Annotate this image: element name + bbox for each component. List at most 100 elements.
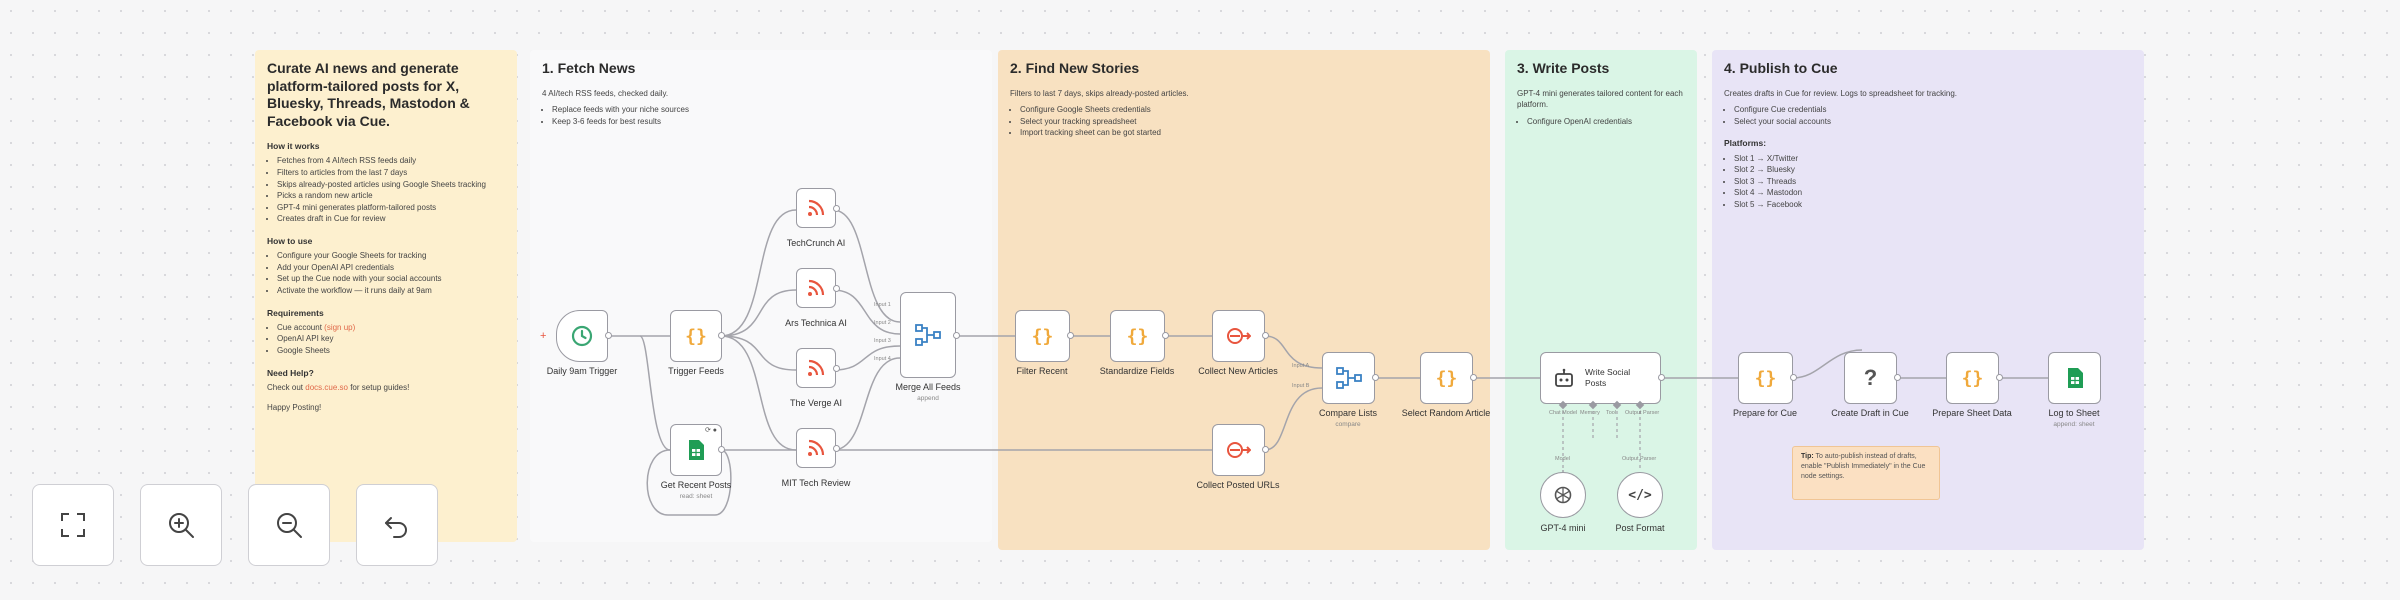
prepare-cue-node[interactable]: {} [1738, 352, 1793, 404]
post-format-node[interactable]: </> [1617, 472, 1663, 518]
mit-review-label: MIT Tech Review [781, 478, 851, 488]
connection [1264, 387, 1323, 451]
collect-new-label: Collect New Articles [1198, 366, 1278, 376]
output-port[interactable] [1470, 374, 1477, 381]
aggregate-icon [1226, 328, 1251, 344]
how-to-use-list: Configure your Google Sheets for trackin… [267, 250, 505, 296]
merge-feeds-node[interactable] [900, 292, 956, 378]
output-port[interactable] [1262, 446, 1269, 453]
publish-title: 4. Publish to Cue [1724, 60, 1838, 76]
select-random-label: Select Random Article [1401, 408, 1491, 418]
ars-technica-label: Ars Technica AI [785, 318, 847, 328]
list-item: Creates draft in Cue for review [277, 213, 505, 225]
output-port[interactable] [605, 332, 612, 339]
publish-desc: Creates drafts in Cue for review. Logs t… [1724, 88, 1958, 98]
filter-recent-label: Filter Recent [1016, 366, 1068, 376]
techcrunch-node[interactable] [796, 188, 836, 228]
output-port[interactable] [718, 446, 725, 453]
compare-input-label: Input A [1292, 363, 1310, 369]
sticky-note-intro[interactable]: Curate AI news and generate platform-tai… [255, 50, 517, 542]
daily-trigger-node[interactable] [556, 310, 608, 362]
zoom-out-button[interactable] [248, 484, 330, 566]
output-port[interactable] [833, 445, 840, 452]
list-item: Slot 5 → Facebook [1734, 199, 2132, 211]
compare-lists-node[interactable] [1322, 352, 1375, 404]
log-sheet-subtitle: append: sheet [2053, 421, 2095, 428]
output-port[interactable] [1996, 374, 2003, 381]
output-port[interactable] [833, 285, 840, 292]
undo-button[interactable] [356, 484, 438, 566]
list-item: Configure Google Sheets credentials [1020, 104, 1478, 116]
log-sheet-node[interactable] [2048, 352, 2101, 404]
collect-new-node[interactable] [1212, 310, 1265, 362]
filter-recent-node[interactable]: {} [1015, 310, 1070, 362]
help-text: Check out docs.cue.so for setup guides! [267, 382, 505, 394]
trigger-feeds-node[interactable]: {} [670, 310, 722, 362]
google-sheets-icon [2067, 368, 2083, 388]
get-recent-posts-node[interactable] [670, 424, 722, 476]
sticky-note-write-posts[interactable]: 3. Write Posts GPT-4 mini generates tail… [1505, 50, 1697, 550]
signoff-text: Happy Posting! [267, 402, 322, 412]
find-stories-title: 2. Find New Stories [1010, 60, 1140, 76]
requirement-text: Cue account [277, 322, 322, 332]
output-port[interactable] [1262, 332, 1269, 339]
output-port[interactable] [1067, 332, 1074, 339]
signup-link[interactable]: (sign up) [324, 322, 356, 332]
code-braces-icon: {} [685, 325, 707, 347]
create-draft-node[interactable]: ? [1844, 352, 1897, 404]
prepare-cue-label: Prepare for Cue [1732, 408, 1798, 418]
connection [720, 289, 797, 337]
write-social-posts-label: Write Social Posts [1585, 366, 1631, 388]
mit-review-node[interactable] [796, 428, 836, 468]
platforms-list: Slot 1 → X/Twitter Slot 2 → Bluesky Slot… [1724, 153, 2132, 211]
merge-feeds-subtitle: append [917, 395, 939, 402]
output-port[interactable] [718, 332, 725, 339]
standardize-fields-label: Standardize Fields [1099, 366, 1175, 376]
code-braces-icon: {} [1754, 367, 1777, 389]
gpt-model-label: GPT-4 mini [1540, 523, 1586, 533]
output-port[interactable] [953, 332, 960, 339]
get-recent-posts-label: Get Recent Posts [660, 480, 732, 490]
model-port-label: Model [1555, 456, 1570, 462]
standardize-fields-node[interactable]: {} [1110, 310, 1165, 362]
merge-icon [915, 324, 941, 346]
connection [720, 335, 797, 371]
write-social-posts-node[interactable]: Write Social Posts [1540, 352, 1661, 404]
daily-trigger-label: Daily 9am Trigger [546, 366, 618, 376]
select-random-node[interactable]: {} [1420, 352, 1473, 404]
output-port[interactable] [1790, 374, 1797, 381]
collect-posted-label: Collect Posted URLs [1196, 480, 1280, 490]
gpt-model-node[interactable] [1540, 472, 1586, 518]
output-port[interactable] [1372, 374, 1379, 381]
zoom-in-button[interactable] [140, 484, 222, 566]
output-port[interactable] [833, 205, 840, 212]
output-port[interactable] [1658, 374, 1665, 381]
aggregate-icon [1226, 442, 1251, 458]
collect-posted-node[interactable] [1212, 424, 1265, 476]
merge-input-label: Input 1 [874, 302, 891, 308]
list-item: GPT-4 mini generates platform-tailored p… [277, 202, 505, 214]
output-port[interactable] [1894, 374, 1901, 381]
verge-node[interactable] [796, 348, 836, 388]
clock-icon [571, 325, 593, 347]
requirements-heading: Requirements [267, 307, 324, 318]
google-sheets-icon [689, 440, 704, 460]
list-item: Slot 4 → Mastodon [1734, 187, 2132, 199]
list-item: Select your tracking spreadsheet [1020, 116, 1478, 128]
compare-lists-label: Compare Lists [1318, 408, 1378, 418]
techcrunch-label: TechCrunch AI [786, 238, 846, 248]
rss-icon [808, 279, 825, 296]
output-port[interactable] [833, 365, 840, 372]
how-it-works-list: Fetches from 4 AI/tech RSS feeds daily F… [267, 155, 505, 225]
list-item: Slot 2 → Bluesky [1734, 164, 2132, 176]
ars-technica-node[interactable] [796, 268, 836, 308]
fetch-news-desc: 4 AI/tech RSS feeds, checked daily. [542, 88, 669, 98]
write-posts-list: Configure OpenAI credentials [1517, 116, 1685, 128]
output-port[interactable] [1162, 332, 1169, 339]
prepare-sheet-node[interactable]: {} [1946, 352, 1999, 404]
tip-note[interactable]: Tip: To auto-publish instead of drafts, … [1792, 446, 1940, 500]
ai-port-label: Output Parser [1625, 410, 1660, 416]
rss-icon [808, 359, 825, 376]
fit-view-button[interactable] [32, 484, 114, 566]
docs-link[interactable]: docs.cue.so [305, 382, 348, 392]
